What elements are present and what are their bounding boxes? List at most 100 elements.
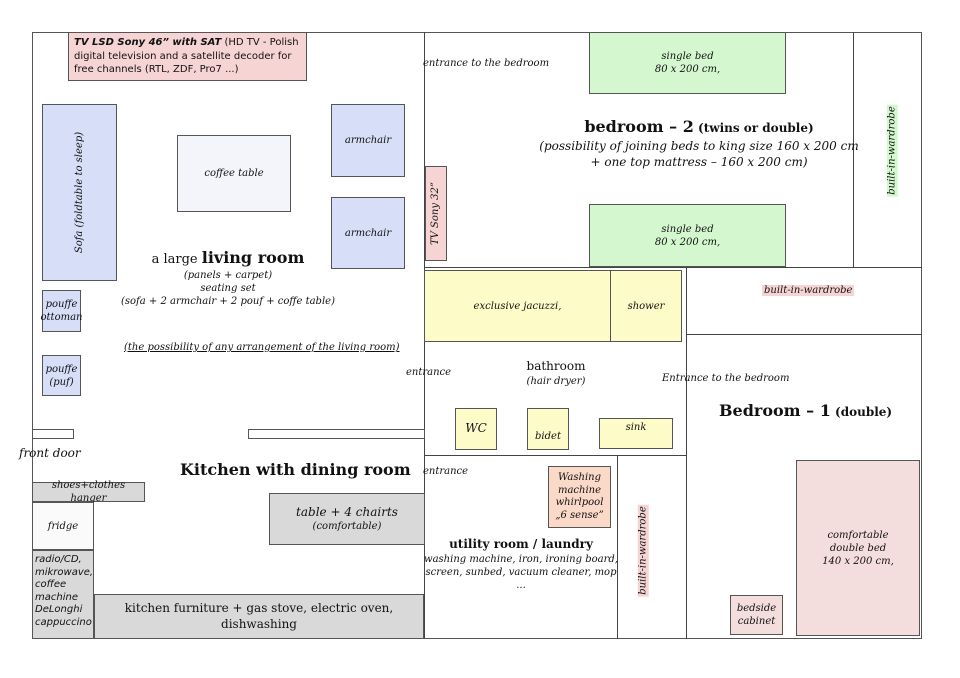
front-door-label: front door — [19, 446, 81, 460]
washing-machine: Washing machine whirlpool „6 sense” — [548, 466, 611, 528]
bidet-label: bidet — [535, 430, 561, 442]
jacuzzi-label: exclusive jacuzzi, — [473, 300, 562, 312]
bed-size: 140 x 200 cm, — [822, 555, 894, 567]
sink-label: sink — [625, 422, 647, 433]
utility-title: utility room / laundry — [449, 537, 593, 551]
appliances-counter: radio/CD, mikrowave, coffee machine DeLo… — [32, 550, 94, 639]
single-bed: single bed 80 x 200 cm, — [589, 204, 786, 267]
coffee-table-label: coffee table — [204, 168, 264, 179]
living-arrangement-note: (the possibility of any arrangement of t… — [124, 342, 400, 353]
bedroom1-entrance-label: Entrance to the bedroom — [662, 373, 790, 384]
utility-entrance-label: entrance — [423, 466, 469, 477]
table-sub: (comfortable) — [312, 521, 382, 533]
sofa: Sofa (foldtable to sleep) — [42, 104, 117, 281]
bedroom2-label: bedroom – 2 (twins or double) (possibili… — [528, 116, 870, 170]
shoes-clothes-hanger: shoes+clothes hanger — [32, 480, 145, 504]
bedroom1-title: Bedroom – 1 — [719, 401, 831, 420]
bathroom-entrance-label: entrance — [406, 367, 452, 378]
tv-desc: digital television and a satellite decod… — [74, 50, 292, 62]
utility-desc: washing machine, iron, ironing board, — [424, 553, 618, 565]
built-in-wardrobe: built-in-wardrobe — [874, 100, 910, 200]
washing-label: „6 sense” — [555, 509, 604, 521]
bedroom1-label: Bedroom – 1 (double) — [719, 401, 892, 420]
floor-plan-outline — [32, 32, 922, 639]
double-bed: comfortable double bed 140 x 200 cm, — [796, 460, 920, 636]
appliance-item: coffee — [35, 579, 67, 590]
living-divider-left — [32, 429, 74, 439]
armchair: armchair — [331, 104, 405, 177]
bedroom1-wardrobe: built-in-wardrobe — [762, 285, 855, 296]
bidet: bidet — [527, 408, 569, 450]
fridge-label: fridge — [47, 520, 79, 532]
bedroom2-entrance-label: entrance to the bedroom — [423, 58, 550, 69]
tv-sony-46: TV LSD Sony 46” with SAT (HD TV - Polish… — [68, 32, 307, 81]
kitchen-furniture-label: kitchen furniture + gas stove, electric … — [124, 600, 394, 615]
bed-label: comfortable — [827, 529, 889, 541]
shower: shower — [610, 270, 682, 342]
wall — [617, 455, 618, 639]
appliance-item: cappuccino — [35, 616, 92, 628]
single-bed: single bed 80 x 200 cm, — [589, 32, 786, 94]
wardrobe-label: built-in-wardrobe — [886, 103, 898, 197]
bedside-label: bedside — [736, 603, 777, 614]
utility-built-in-wardrobe: built-in-wardrobe — [628, 500, 658, 600]
pouffe-label: pouffe — [45, 299, 78, 310]
bed-label: double bed — [829, 542, 887, 554]
bedroom2-note: (possibility of joining beds to king siz… — [539, 138, 859, 153]
tv-desc: free channels (RTL, ZDF, Pro7 ...) — [74, 64, 239, 75]
wc-label: WC — [465, 421, 487, 436]
kitchen-title: Kitchen with dining room — [180, 460, 411, 479]
bed-size: 80 x 200 cm, — [654, 236, 721, 248]
fridge: fridge — [32, 502, 94, 550]
pouffe-label: (puf) — [49, 376, 74, 388]
tv-title: TV LSD Sony 46” with SAT — [74, 37, 222, 48]
dining-table: table + 4 chairts (comfortable) — [269, 493, 425, 545]
utility-room-label: utility room / laundry washing machine, … — [424, 537, 618, 592]
living-title: living room — [201, 248, 305, 267]
living-sub: (panels + carpet) — [183, 269, 273, 281]
wardrobe-label: built-in-wardrobe — [637, 503, 649, 597]
bed-size: 80 x 200 cm, — [654, 64, 721, 75]
kitchen-furniture-label: dishwashing — [221, 616, 297, 631]
appliance-item: DeLonghi — [35, 604, 83, 615]
appliance-item: radio/CD, — [35, 554, 82, 565]
wall — [424, 455, 687, 456]
tv-desc: (HD TV - Polish — [221, 37, 299, 48]
bedroom2-note: + one top mattress – 160 x 200 cm) — [590, 154, 808, 169]
jacuzzi: exclusive jacuzzi, — [424, 270, 611, 342]
wall — [424, 267, 922, 268]
living-title-prefix: a large — [151, 252, 202, 267]
kitchen-furniture: kitchen furniture + gas stove, electric … — [94, 594, 424, 639]
bathroom-subtitle: (hair dryer) — [526, 375, 586, 387]
pouffe-label: ottoman — [40, 312, 83, 323]
washing-label: whirlpool — [555, 497, 604, 508]
utility-desc: screen, sunbed, vacuum cleaner, mop ... — [425, 566, 617, 591]
wall — [853, 32, 854, 268]
washing-label: Washing — [558, 472, 601, 483]
pouffe-ottoman: pouffe ottoman — [40, 290, 83, 332]
bed-label: single bed — [661, 223, 714, 235]
bathroom-title: bathroom — [526, 359, 586, 373]
shoes-label: shoes+clothes hanger — [51, 480, 126, 504]
living-divider-right — [248, 429, 425, 439]
bedroom1-title-suffix: (double) — [830, 405, 893, 419]
washing-label: machine — [557, 484, 602, 496]
armchair: armchair — [331, 197, 405, 269]
bedroom2-title: bedroom – 2 — [584, 117, 694, 136]
wc: WC — [455, 408, 497, 450]
pouffe-label: pouffe — [45, 363, 78, 375]
tv-sony-32: TV Sony 32” — [425, 166, 447, 261]
sink: sink — [599, 418, 673, 449]
bed-label: single bed — [661, 51, 714, 62]
sofa-label: Sofa (foldtable to sleep) — [74, 131, 85, 254]
pouffe: pouffe (puf) — [42, 355, 81, 396]
bedside-cabinet: bedside cabinet — [730, 595, 783, 635]
coffee-table: coffee table — [177, 135, 291, 212]
appliance-item: mikrowave, — [35, 566, 94, 578]
bedroom2-title-suffix: (twins or double) — [693, 121, 814, 135]
tv-label: TV Sony 32” — [430, 181, 442, 246]
armchair-label: armchair — [344, 135, 392, 146]
living-sub: (sofa + 2 armchair + 2 pouf + coffe tabl… — [121, 295, 335, 307]
wall — [686, 334, 922, 335]
bedside-label: cabinet — [737, 616, 776, 627]
